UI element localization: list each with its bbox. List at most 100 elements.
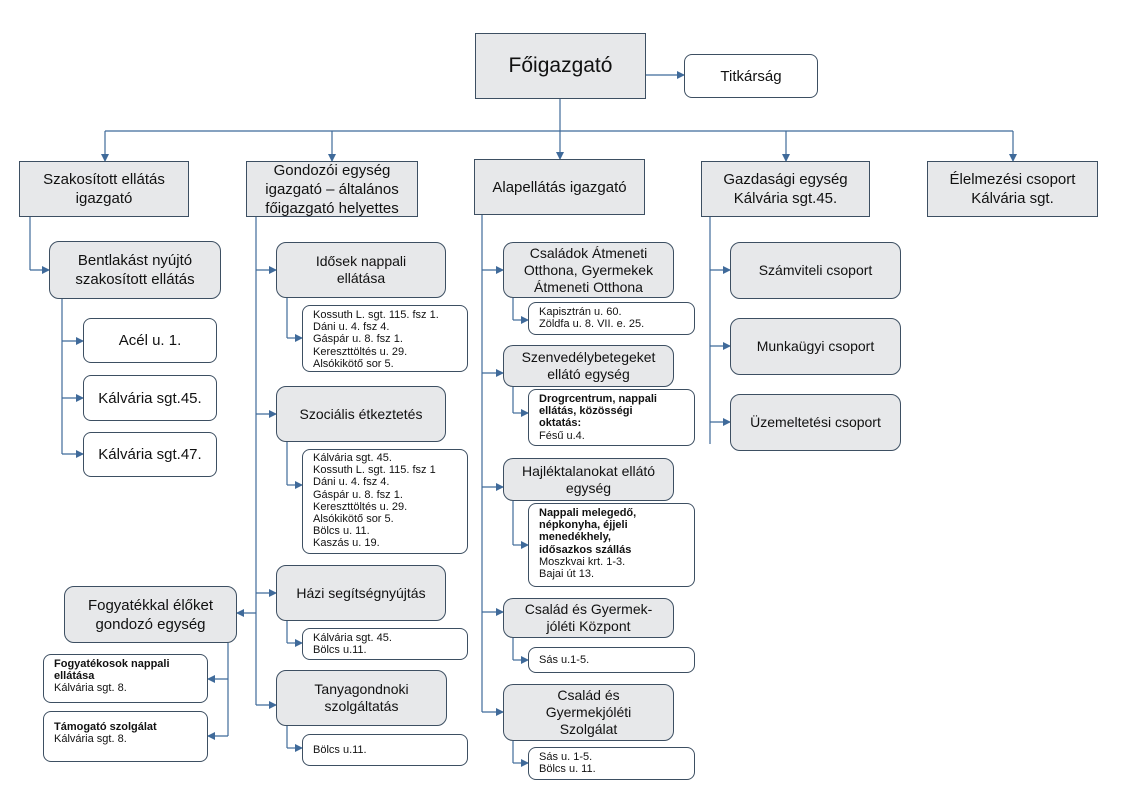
economic-unit-line: Gazdasági egység (723, 171, 848, 188)
catering-group-box: Élelmezési csoport Kálvária sgt. (927, 161, 1098, 217)
farmstead-service-box: Tanyagondnoki szolgáltatás (276, 670, 447, 726)
home-help-addresses: Kálvária sgt. 45. Bölcs u.11. (302, 628, 468, 660)
unit-title-line: ellátása (336, 270, 386, 286)
address-line: Kálvária sgt. 45. (313, 632, 392, 644)
social-catering-addresses: Kálvária sgt. 45. Kossuth L. sgt. 115. f… (302, 449, 468, 554)
address-line: Bajai út 13. (539, 568, 595, 581)
unit-title-line: Szociális étkeztetés (299, 405, 423, 422)
address-line: Zöldfa u. 8. VII. e. 25. (539, 318, 645, 331)
hr-group-box: Munkaügyi csoport (730, 318, 901, 375)
homeless-care-addresses: Nappali melegedő, népkonyha, éjjeli mene… (528, 503, 695, 587)
unit-title-line: Idősek nappali (315, 253, 407, 269)
unit-title-line: Szenvedélybetegeket (521, 349, 656, 365)
care-director-line: Gondozói egység (273, 161, 391, 179)
address-line: Kaszás u. 19. (313, 537, 380, 550)
home-help-box: Házi segítségnyújtás (276, 565, 446, 621)
site-label: Kálvária sgt.45. (98, 389, 202, 407)
unit-title-line: Házi segítségnyújtás (296, 584, 426, 601)
unit-title-line: egység (565, 479, 612, 496)
address-line: ellátás, közösségi (539, 405, 633, 418)
site-label: Kálvária sgt.47. (98, 446, 202, 463)
support-service-box: Támogató szolgálat Kálvária sgt. 8. (43, 711, 208, 762)
address-line: Dáni u. 4. fsz 4. (313, 321, 390, 334)
residential-care-box: Bentlakást nyújtó szakosított ellátás (49, 241, 221, 299)
operations-group-box: Üzemeltetési csoport (730, 394, 901, 451)
unit-title-line: Fogyatékosok nappali (54, 658, 170, 670)
group-label: Számviteli csoport (758, 262, 873, 278)
unit-title-line: szolgáltatás (324, 698, 399, 714)
address-line: Gáspár u. 8. fsz 1. (313, 488, 403, 501)
address-line: idősazkos szállás (539, 543, 632, 556)
unit-title-line: jóléti Központ (546, 618, 631, 634)
address-line: Bölcs u. 11. (313, 525, 370, 538)
unit-title-line: Otthona, Gyermekek (523, 261, 654, 278)
economic-unit-line: Kálvária sgt.45. (733, 190, 838, 207)
care-director-box: Gondozói egység igazgató – általános fői… (246, 161, 418, 217)
disabled-day-care-box: Fogyatékosok nappali ellátása Kálvária s… (43, 654, 208, 703)
address-line: Sás u. 1-5. (539, 751, 593, 763)
unit-title-line: Tanyagondnoki (314, 681, 409, 697)
family-welfare-center-box: Család és Gyermek- jóléti Központ (503, 598, 674, 638)
unit-title-line: Gyermekjóléti (545, 704, 632, 720)
disabled-care-line: Fogyatékkal élőket (87, 596, 214, 614)
social-catering-box: Szociális étkeztetés (276, 386, 446, 442)
unit-title-line: ellátása (54, 670, 95, 683)
unit-title-line: ellátó egység (547, 366, 630, 382)
economic-unit-box: Gazdasági egység Kálvária sgt.45. (701, 161, 870, 217)
unit-title-line: Család és Gyermek- (524, 601, 653, 617)
director-box: Főigazgató (475, 33, 646, 99)
homeless-care-box: Hajléktalanokat ellátó egység (503, 458, 674, 501)
elderly-day-care-box: Idősek nappali ellátása (276, 242, 446, 298)
unit-title-line: Család és (557, 687, 620, 703)
unit-title-line: Hajléktalanokat ellátó (521, 462, 656, 479)
address-line: oktatás: (539, 417, 582, 430)
address-line: Drogrcentrum, nappali (539, 393, 657, 405)
address-line: népkonyha, éjjeli (539, 519, 628, 532)
care-director-line: főigazgató helyettes (265, 199, 399, 217)
secretariat-box: Titkárság (684, 54, 818, 98)
addiction-care-box: Szenvedélybetegeket ellátó egység (503, 345, 674, 387)
address-line: Kálvária sgt. 45. (313, 452, 392, 464)
address-line: Kossuth L. sgt. 115. fsz 1 (313, 464, 436, 477)
specialized-director-box: Szakosított ellátás igazgató (19, 161, 189, 217)
basic-director-label: Alapellátás igazgató (492, 178, 627, 196)
address-line: Sás u.1-5. (539, 654, 590, 666)
unit-title-line: Családok Átmeneti (529, 244, 648, 261)
group-label: Munkaügyi csoport (756, 338, 875, 354)
basic-director-box: Alapellátás igazgató (474, 159, 645, 215)
group-label: Üzemeltetési csoport (750, 414, 881, 430)
catering-group-line: Kálvária sgt. (971, 190, 1054, 207)
site-label: Acél u. 1. (118, 332, 182, 349)
care-director-line: igazgató – általános (265, 180, 399, 198)
address-line: Kereszttöltés u. 29. (313, 500, 408, 513)
residential-care-line: szakosított ellátás (75, 271, 195, 288)
address-line: Bölcs u.11. (313, 644, 367, 657)
address-line: Dáni u. 4. fsz 4. (313, 476, 390, 489)
address-line: Kereszttöltés u. 29. (313, 345, 408, 358)
address-line: Nappali melegedő, (539, 507, 637, 519)
farmstead-service-addresses: Bölcs u.11. (302, 734, 468, 766)
address-line: Kossuth L. sgt. 115. fsz 1. (313, 309, 439, 321)
residential-care-line: Bentlakást nyújtó (77, 252, 193, 269)
director-label: Főigazgató (508, 54, 613, 77)
address-line: Fésű u.4. (539, 429, 585, 442)
elderly-day-care-addresses: Kossuth L. sgt. 115. fsz 1. Dáni u. 4. f… (302, 305, 468, 372)
address-line: Kálvária sgt. 8. (54, 733, 127, 746)
unit-title-line: Szolgálat (559, 721, 618, 737)
site-box: Acél u. 1. (83, 318, 217, 363)
disabled-care-line: gondozó egység (95, 615, 206, 633)
address-line: Alsókikötő sor 5. (313, 513, 394, 526)
address-line: menedékhely, (539, 531, 611, 544)
site-box: Kálvária sgt.45. (83, 375, 217, 421)
site-box: Kálvária sgt.47. (83, 432, 217, 477)
specialized-director-label: Szakosított ellátás igazgató (43, 171, 165, 207)
address-line: Bölcs u.11. (313, 744, 367, 756)
disabled-care-box: Fogyatékkal élőket gondozó egység (64, 586, 237, 643)
family-shelter-addresses: Kapisztrán u. 60. Zöldfa u. 8. VII. e. 2… (528, 302, 695, 335)
address-line: Moszkvai krt. 1-3. (539, 555, 626, 568)
address-line: Kálvária sgt. 8. (54, 682, 127, 695)
address-line: Alsókikötő sor 5. (313, 357, 394, 370)
secretariat-label: Titkárság (720, 67, 782, 85)
